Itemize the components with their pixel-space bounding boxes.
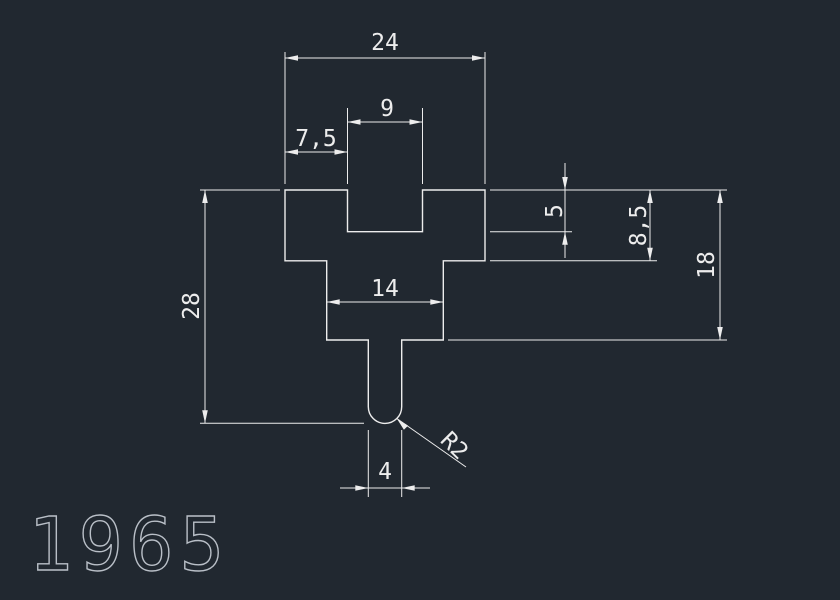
dimension-right-height: 18 <box>448 190 727 341</box>
profile-outline <box>284 189 486 425</box>
dimension-label-middle-width: 14 <box>371 276 399 302</box>
dimension-label-bottom-radius: R2 <box>435 427 473 465</box>
dimension-label-head-depth: 8,5 <box>626 205 652 247</box>
dimension-label-stem-width: 4 <box>378 459 392 485</box>
arrowhead <box>717 327 723 340</box>
leader-line <box>396 418 467 468</box>
dimension-head-depth: 8,5 <box>490 190 657 262</box>
dimension-slot-width: 9 <box>347 96 423 184</box>
arrowhead <box>326 299 340 305</box>
arrowhead <box>202 410 208 424</box>
arrowhead <box>472 55 485 61</box>
arrowhead <box>409 119 423 125</box>
arrowhead <box>396 418 409 430</box>
arrowhead <box>717 190 723 203</box>
arrowhead <box>430 299 444 305</box>
part-number: 1965 <box>28 502 230 588</box>
dimension-label-overall-height: 28 <box>179 292 205 320</box>
arrowhead <box>202 190 208 203</box>
arrowhead <box>647 247 653 261</box>
dimension-top-width: 24 <box>284 30 486 184</box>
arrowhead <box>285 55 298 61</box>
arrowhead <box>355 485 369 491</box>
dimension-overall-height: 28 <box>179 189 364 424</box>
arrowhead <box>562 177 568 190</box>
arrowhead <box>347 119 361 125</box>
dimension-label-top-width: 24 <box>371 30 399 56</box>
dimension-middle-width: 14 <box>326 276 444 305</box>
dimension-slot-depth: 5 <box>490 163 572 258</box>
dimension-label-slot-offset: 7,5 <box>295 126 337 152</box>
arrowhead <box>562 231 568 245</box>
arrowhead <box>334 149 348 155</box>
dimension-slot-offset: 7,5 <box>285 126 348 155</box>
dimension-stem-width: 4 <box>340 430 430 497</box>
arrowhead <box>647 190 653 203</box>
dimension-bottom-radius: R2 <box>396 418 473 468</box>
arrowhead <box>401 485 415 491</box>
dimension-label-right-height: 18 <box>694 251 720 279</box>
arrowhead <box>285 149 298 155</box>
dimension-label-slot-depth: 5 <box>542 204 568 218</box>
dimension-label-slot-width: 9 <box>380 96 394 122</box>
